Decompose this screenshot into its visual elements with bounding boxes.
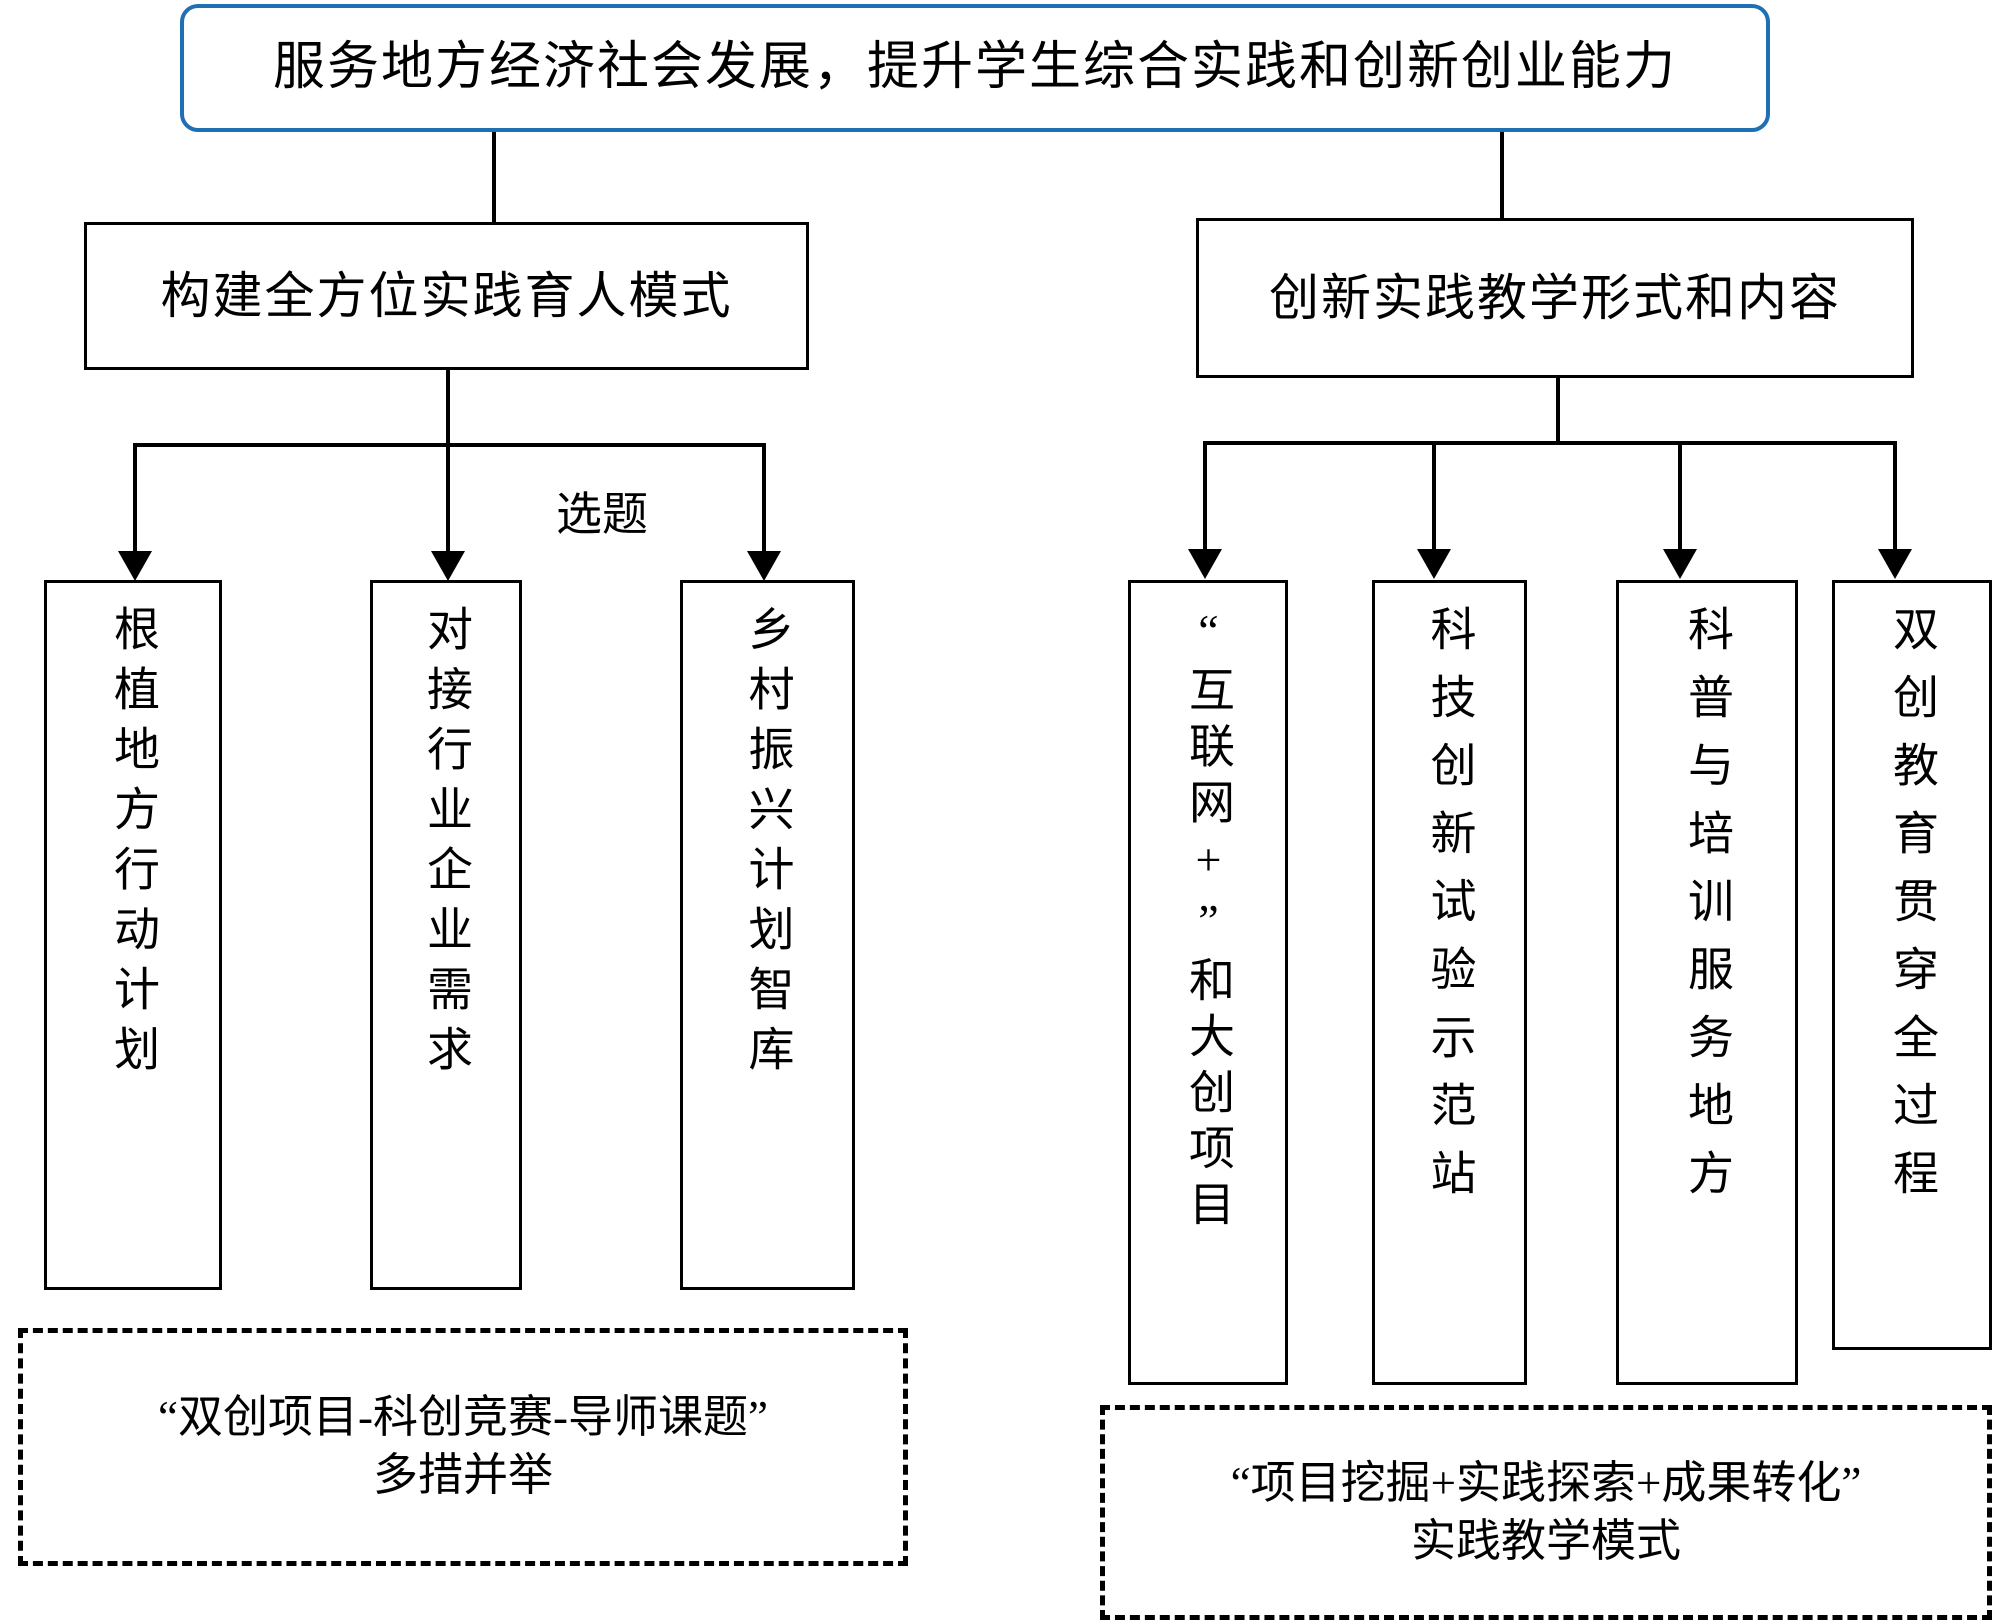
left-arrow-2-icon [431,551,465,581]
right-fan-drop-1 [1203,441,1207,551]
trunk-left-vertical [492,132,496,222]
left-footer-dashed-box: “双创项目-科创竞赛-导师课题” 多措并举 [18,1328,908,1566]
trunk-right-vertical [1500,132,1504,222]
edge-label-xuanti: 选题 [556,489,648,540]
left-fan-drop-3 [762,443,766,553]
left-fan-drop-2 [446,443,450,553]
left-arrow-3-icon [747,551,781,581]
branch-left-heading-text: 构建全方位实践育人模式 [160,268,733,324]
left-child-box-2: 对接行业企业需求 [370,580,522,1290]
right-footer-dashed-box: “项目挖掘+实践探索+成果转化” 实践教学模式 [1100,1405,1992,1620]
right-fan-bus [1203,441,1893,445]
left-arrow-1-icon [118,551,152,581]
right-footer-line-1: “项目挖掘+实践探索+成果转化” [1230,1457,1862,1508]
right-child-box-1: “互联网+”和大创项目 [1128,580,1288,1385]
right-fan-stem [1556,378,1560,443]
right-fan-drop-2 [1432,441,1436,551]
left-footer-line-1: “双创项目-科创竞赛-导师课题” [158,1392,768,1443]
left-fan-stem [446,370,450,445]
right-fan-drop-4 [1893,441,1897,551]
right-child-label-2: 科技创新试验示范站 [1424,605,1476,1217]
left-child-label-3: 乡村振兴计划智库 [742,605,794,1085]
right-child-label-1: “互联网+”和大创项目 [1183,605,1234,1236]
right-fan-drop-3 [1678,441,1682,551]
right-arrow-1-icon [1188,549,1222,579]
right-child-label-4: 双创教育贯穿全过程 [1887,605,1938,1217]
right-child-box-4: 双创教育贯穿全过程 [1832,580,1992,1350]
right-arrow-4-icon [1878,549,1912,579]
right-arrow-3-icon [1663,549,1697,579]
left-child-label-1: 根植地方行动计划 [108,605,159,1085]
left-child-box-3: 乡村振兴计划智库 [680,580,855,1290]
branch-right-heading-box: 创新实践教学形式和内容 [1196,218,1914,378]
root-title-box: 服务地方经济社会发展，提升学生综合实践和创新创业能力 [180,4,1770,132]
branch-right-heading-text: 创新实践教学形式和内容 [1269,270,1841,326]
right-footer-line-2: 实践教学模式 [1410,1515,1681,1566]
left-fan-drop-1 [133,443,137,553]
left-child-box-1: 根植地方行动计划 [44,580,222,1290]
right-child-box-2: 科技创新试验示范站 [1372,580,1527,1385]
right-arrow-2-icon [1417,549,1451,579]
right-child-box-3: 科普与培训服务地方 [1616,580,1798,1385]
root-title-text: 服务地方经济社会发展，提升学生综合实践和创新创业能力 [272,38,1677,96]
right-child-label-3: 科普与培训服务地方 [1682,605,1733,1217]
left-child-label-2: 对接行业企业需求 [421,605,472,1085]
branch-left-heading-box: 构建全方位实践育人模式 [84,222,809,370]
left-footer-line-2: 多措并举 [372,1450,553,1500]
